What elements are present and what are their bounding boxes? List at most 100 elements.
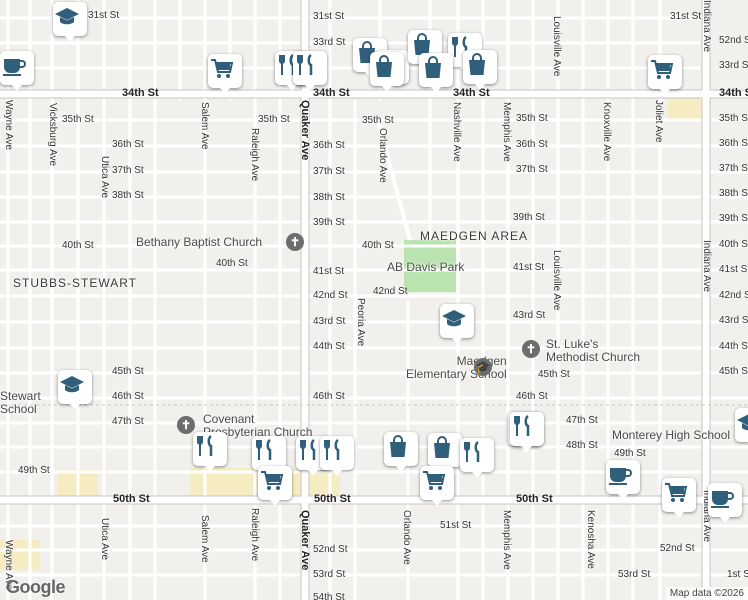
- street-label: 43rd St: [313, 316, 346, 327]
- street-label: 37th St: [313, 166, 345, 177]
- school-marker[interactable]: [440, 304, 474, 344]
- street-label: 42nd St: [313, 290, 348, 301]
- school-icon: [60, 376, 84, 393]
- shopping-bag-icon: [425, 56, 441, 78]
- church-icon[interactable]: ✝: [522, 340, 540, 358]
- street-label: 35th St: [362, 115, 394, 126]
- place-label-bethany-baptist-church[interactable]: Bethany Baptist Church: [136, 235, 263, 249]
- school-marker[interactable]: [53, 2, 87, 42]
- street-label: 48th St: [566, 440, 598, 451]
- church-icon[interactable]: ✝: [286, 233, 304, 251]
- school-icon[interactable]: 🎓: [474, 358, 492, 376]
- restaurant-marker[interactable]: [460, 438, 494, 478]
- restaurant-icon: [514, 414, 530, 436]
- restaurant-marker[interactable]: [252, 436, 286, 476]
- restaurant-marker[interactable]: [293, 51, 327, 91]
- shopping-bag-marker[interactable]: [384, 432, 418, 472]
- street-label: 37th St: [112, 165, 144, 176]
- shopping-bag-icon: [376, 55, 392, 77]
- place-label-monterey-high[interactable]: Monterey High School: [612, 428, 731, 442]
- street-label: 35th St: [258, 114, 290, 125]
- google-logo: Google: [6, 577, 66, 597]
- street-label: 31st St: [670, 11, 702, 22]
- avenue-label: Utica Ave: [99, 156, 110, 199]
- shopping-bag-marker[interactable]: [463, 50, 497, 90]
- place-label-stewart-school[interactable]: Stewart School: [0, 389, 41, 416]
- street-label: 37th St: [719, 163, 748, 174]
- street-label: 45th St: [538, 369, 570, 380]
- shopping-bag-icon: [390, 435, 406, 457]
- street-label: 51st St: [440, 520, 472, 531]
- street-label: 41st St: [313, 266, 345, 277]
- restaurant-icon: [279, 53, 295, 75]
- map-attribution[interactable]: Map data ©2026: [665, 587, 748, 600]
- school-marker[interactable]: [58, 370, 92, 410]
- street-label: 49th St: [614, 448, 646, 459]
- avenue-label-quaker: Quaker Ave: [299, 510, 311, 571]
- cafe-marker[interactable]: [0, 51, 34, 91]
- street-label-50th: 50th St: [516, 493, 553, 505]
- park-area: [404, 240, 456, 292]
- street-label-34th: 34th St: [313, 87, 350, 99]
- shopping-cart-marker[interactable]: [648, 55, 682, 95]
- restaurant-icon: [300, 438, 316, 460]
- avenue-label-indiana: Indiana Ave: [701, 240, 712, 293]
- street-label-50th: 50th St: [113, 493, 150, 505]
- street-label: 44th St: [313, 341, 345, 352]
- street-label: 53rd St: [618, 569, 651, 580]
- street-label: 36th St: [719, 138, 748, 149]
- street-label: 40th St: [62, 240, 94, 251]
- cafe-marker[interactable]: [708, 483, 742, 523]
- street-label: 43rd St: [719, 315, 748, 326]
- street-label: 36th St: [516, 139, 548, 150]
- street-label: 41st St: [719, 264, 748, 275]
- avenue-label: Salem Ave: [199, 102, 210, 150]
- orlando-ave-road: [376, 119, 412, 241]
- avenue-label: Orlando Ave: [377, 128, 388, 183]
- street-label: 46th St: [112, 391, 144, 402]
- shopping-bag-marker[interactable]: [370, 52, 404, 92]
- street-label: 42nd St: [373, 286, 408, 297]
- street-label: 38th St: [112, 190, 144, 201]
- shopping-cart-marker[interactable]: [208, 54, 242, 94]
- street-label: 37th St: [516, 164, 548, 175]
- street-label: 39th St: [313, 217, 345, 228]
- restaurant-marker[interactable]: [320, 436, 354, 476]
- street-label: 36th St: [313, 140, 345, 151]
- restaurant-icon: [197, 434, 213, 456]
- street-label: 44th St: [719, 341, 748, 352]
- street-label: 40th St: [719, 239, 748, 250]
- restaurant-marker[interactable]: [193, 432, 227, 472]
- street-label: 33rd St: [719, 60, 748, 71]
- place-label-st-lukes[interactable]: St. Luke's Methodist Church: [546, 337, 641, 364]
- cafe-marker[interactable]: [606, 460, 640, 500]
- avenue-label: Raleigh Ave: [249, 508, 260, 562]
- avenue-label: Orlando Ave: [401, 510, 412, 565]
- street-label-34th: 34th St: [453, 87, 490, 99]
- shopping-cart-marker[interactable]: [420, 466, 454, 506]
- place-label-ab-davis-park[interactable]: AB Davis Park: [387, 260, 465, 274]
- shopping-cart-marker[interactable]: [662, 478, 696, 518]
- shopping-bag-icon: [469, 53, 485, 75]
- avenue-label: Peoria Ave: [355, 298, 366, 347]
- restaurant-marker[interactable]: [510, 412, 544, 452]
- street-label: 35th St: [62, 114, 94, 125]
- restaurant-icon: [452, 35, 468, 57]
- school-icon: [55, 8, 79, 25]
- avenue-label-indiana: Indiana Ave: [701, 0, 712, 53]
- street-label-34th: 34th St: [122, 87, 159, 99]
- avenue-label: Knoxville Ave: [601, 102, 612, 162]
- street-label: 1st St: [727, 569, 748, 580]
- church-icon[interactable]: ✝: [177, 416, 195, 434]
- street-label: 41st St: [513, 262, 545, 273]
- shopping-bag-marker[interactable]: [428, 433, 462, 473]
- shopping-bag-marker[interactable]: [419, 53, 453, 93]
- shopping-cart-marker[interactable]: [258, 466, 292, 506]
- avenue-label: Joliet Ave: [653, 100, 664, 143]
- cafe-icon: [711, 491, 734, 508]
- street-label: 40th St: [362, 240, 394, 251]
- school-marker[interactable]: [735, 408, 748, 448]
